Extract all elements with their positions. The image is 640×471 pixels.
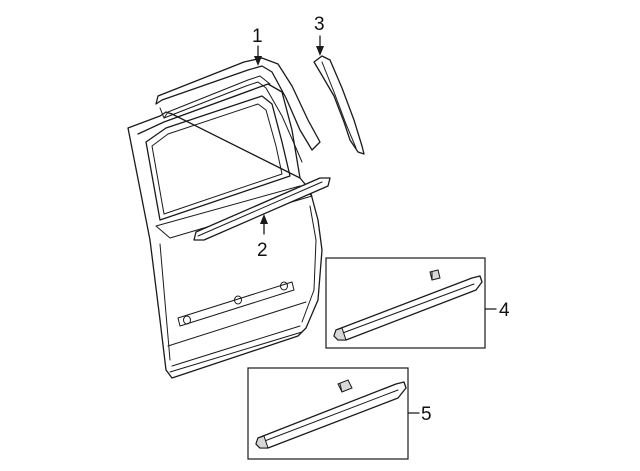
part-4-box bbox=[325, 257, 486, 349]
arrowhead-2 bbox=[260, 214, 268, 224]
clip-hole bbox=[280, 281, 288, 291]
callout-5: 5 bbox=[421, 404, 432, 425]
callout-2: 2 bbox=[257, 240, 268, 261]
part-5-box bbox=[247, 367, 409, 460]
callout-3: 3 bbox=[314, 14, 325, 35]
part-3-applique bbox=[313, 55, 365, 155]
callout-1: 1 bbox=[252, 26, 263, 47]
part-2-belt-molding bbox=[193, 177, 331, 241]
clip-hole bbox=[234, 295, 242, 305]
clip-hole bbox=[183, 315, 191, 325]
rear-door-panel bbox=[127, 83, 323, 379]
arrowhead-1 bbox=[254, 56, 262, 66]
callout-4: 4 bbox=[499, 300, 510, 321]
arrowhead-3 bbox=[316, 46, 324, 56]
part-1-frame-molding bbox=[155, 57, 321, 163]
